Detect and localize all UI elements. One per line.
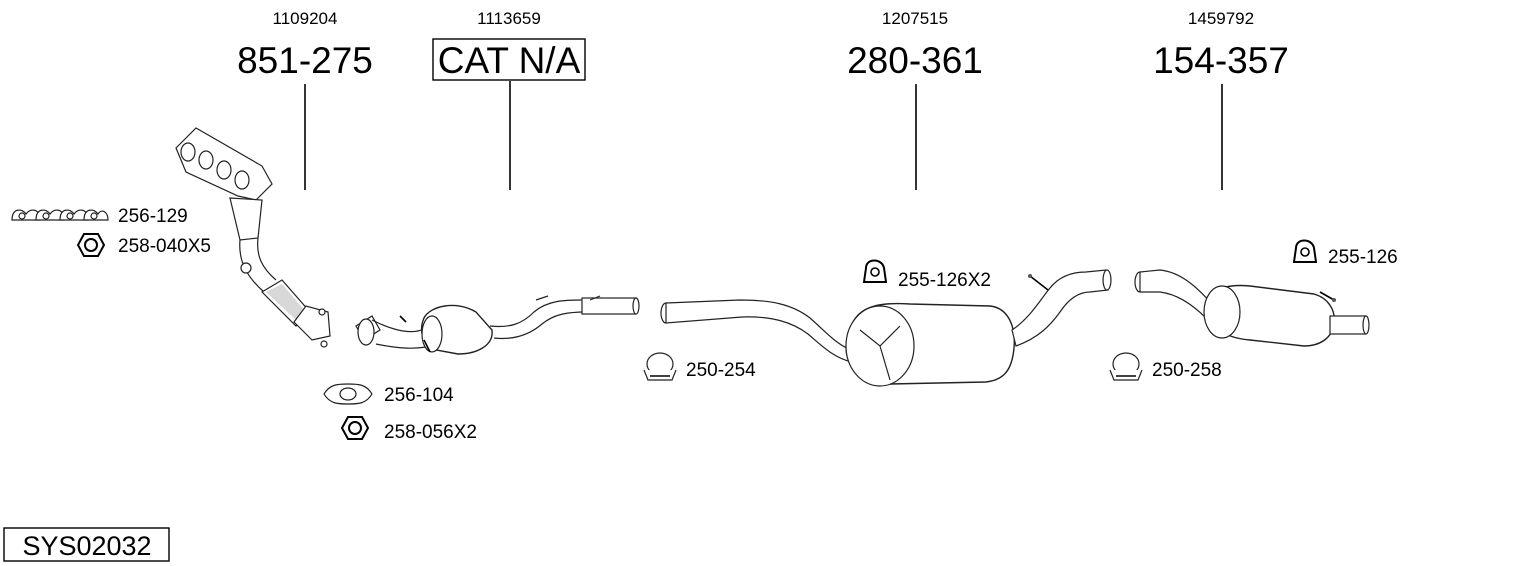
accessory-256-104: 256-104 <box>323 383 454 406</box>
accessory-label: 255-126X2 <box>898 270 991 291</box>
accessory-label: 258-056X2 <box>384 422 477 443</box>
gasket-set-icon <box>11 209 109 221</box>
part-851-275-header: 1109204 851-275 <box>237 9 373 190</box>
rear-silencer-drawing <box>1134 269 1370 347</box>
accessory-label: 250-254 <box>686 360 756 381</box>
system-code-label: SYS02032 <box>22 531 151 561</box>
part-cat-header: 1113659 CAT N/A <box>432 9 586 190</box>
accessory-258-056X2: 258-056X2 <box>340 416 477 443</box>
accessory-label: 250-258 <box>1152 360 1222 381</box>
accessory-256-129: 256-129 <box>11 206 188 227</box>
part-number-box <box>432 38 586 81</box>
oem-number: 1109204 <box>273 9 338 28</box>
hex-nut-icon <box>76 233 106 257</box>
part-number: 280-361 <box>847 40 983 81</box>
oem-number: 1113659 <box>477 9 541 28</box>
part-number: CAT N/A <box>438 40 581 81</box>
accessory-label: 255-126 <box>1328 247 1398 268</box>
pipe-clamp-icon <box>1109 352 1143 381</box>
hex-nut-icon <box>340 416 370 440</box>
rubber-hanger-icon <box>862 259 888 283</box>
accessory-250-258: 250-258 <box>1109 352 1222 381</box>
centre-silencer-drawing <box>660 269 1112 387</box>
accessory-label: 256-104 <box>384 385 454 406</box>
oem-number: 1207515 <box>882 9 948 28</box>
part-154-357-header: 1459792 154-357 <box>1153 9 1289 190</box>
part-number: 154-357 <box>1153 40 1289 81</box>
accessory-255-126: 255-126 <box>1292 239 1398 268</box>
flange-gasket-icon <box>323 383 373 405</box>
rubber-hanger-icon <box>1292 239 1318 263</box>
pipe-clamp-icon <box>643 352 677 381</box>
system-code: SYS02032 <box>3 527 170 562</box>
system-code-box <box>3 527 170 562</box>
part-280-361-header: 1207515 280-361 <box>847 9 983 190</box>
accessory-250-254: 250-254 <box>643 352 756 381</box>
part-number: 851-275 <box>237 40 373 81</box>
accessory-label: 256-129 <box>118 206 188 227</box>
exhaust-manifold-drawing <box>175 127 331 348</box>
accessory-258-040X5: 258-040X5 <box>76 233 211 257</box>
oem-number: 1459792 <box>1188 9 1254 28</box>
accessory-label: 258-040X5 <box>118 236 211 257</box>
catalytic-converter-drawing <box>355 295 640 355</box>
accessory-255-126X2: 255-126X2 <box>862 259 991 291</box>
